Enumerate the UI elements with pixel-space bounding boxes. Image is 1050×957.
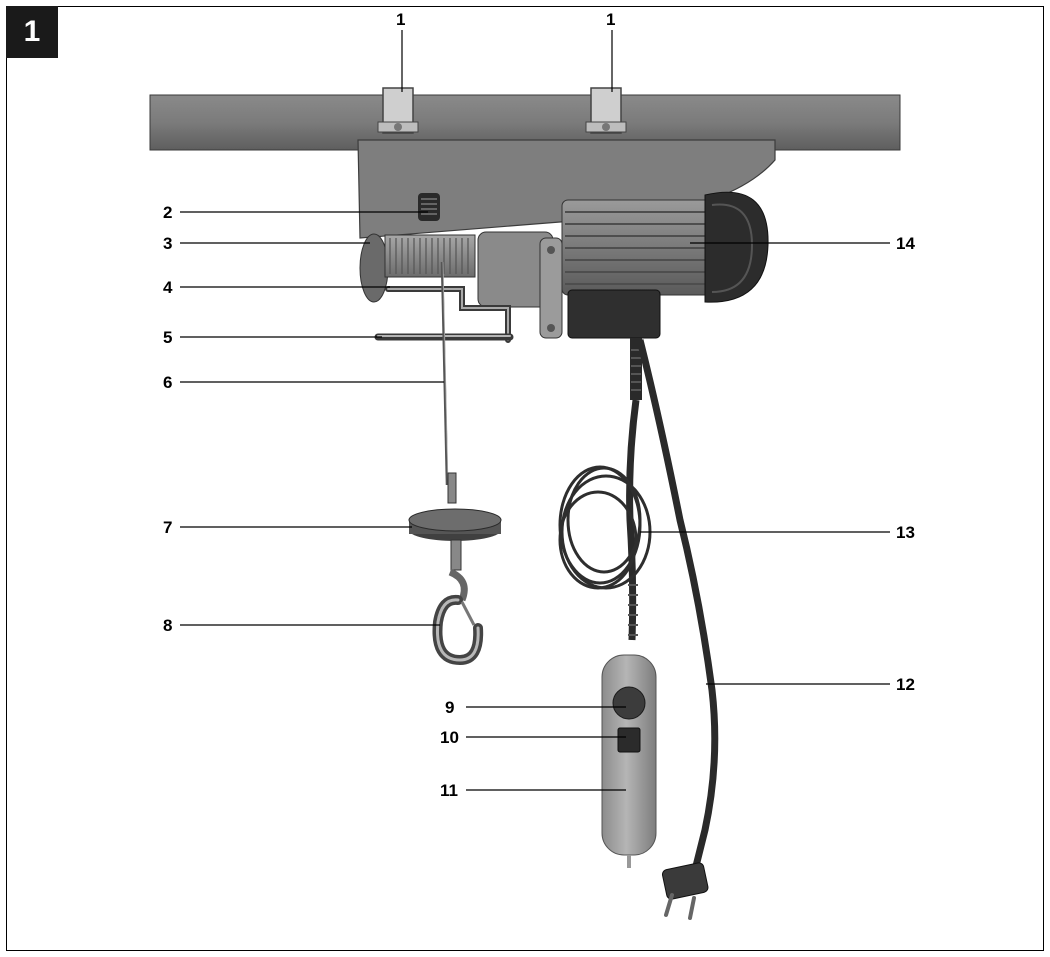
callout-12: 12 — [896, 675, 915, 694]
coiled-power-cord — [558, 465, 652, 590]
callout-4: 4 — [163, 278, 173, 297]
rope-drum — [384, 234, 476, 278]
switch-box — [567, 289, 661, 339]
electric-motor — [561, 191, 769, 303]
callout-8: 8 — [163, 616, 172, 635]
control-cable — [626, 338, 642, 641]
mounting-bracket-left — [377, 87, 419, 134]
figure-frame — [6, 6, 1044, 951]
load-hook — [432, 539, 484, 666]
counterweight — [408, 508, 502, 541]
callout-14: 14 — [896, 234, 915, 253]
mains-cable — [636, 339, 719, 871]
callout-1-right: 1 — [606, 10, 615, 29]
callout-2: 2 — [163, 203, 172, 222]
callout-11: 11 — [440, 781, 458, 800]
drum-flange — [359, 233, 389, 303]
mounting-bracket-right — [585, 87, 627, 134]
callout-5: 5 — [163, 328, 172, 347]
rope-clamp — [447, 472, 457, 504]
callout-3: 3 — [163, 234, 172, 253]
pendant-down-button — [617, 727, 641, 753]
pendant-up-button — [612, 686, 646, 720]
callout-leaders — [180, 30, 890, 791]
callout-7: 7 — [163, 518, 172, 537]
figure-number-badge: 1 — [6, 6, 58, 58]
callout-9: 9 — [445, 698, 454, 717]
callout-10: 10 — [440, 728, 459, 747]
pendant-control — [601, 654, 657, 868]
limit-switch-slot — [418, 193, 440, 221]
mains-plug — [661, 862, 709, 920]
hold-down-lever — [385, 286, 511, 343]
callout-6: 6 — [163, 373, 172, 392]
gearbox-housing — [477, 231, 563, 339]
steel-rope — [440, 261, 449, 486]
callout-1-left: 1 — [396, 10, 405, 29]
callout-13: 13 — [896, 523, 915, 542]
